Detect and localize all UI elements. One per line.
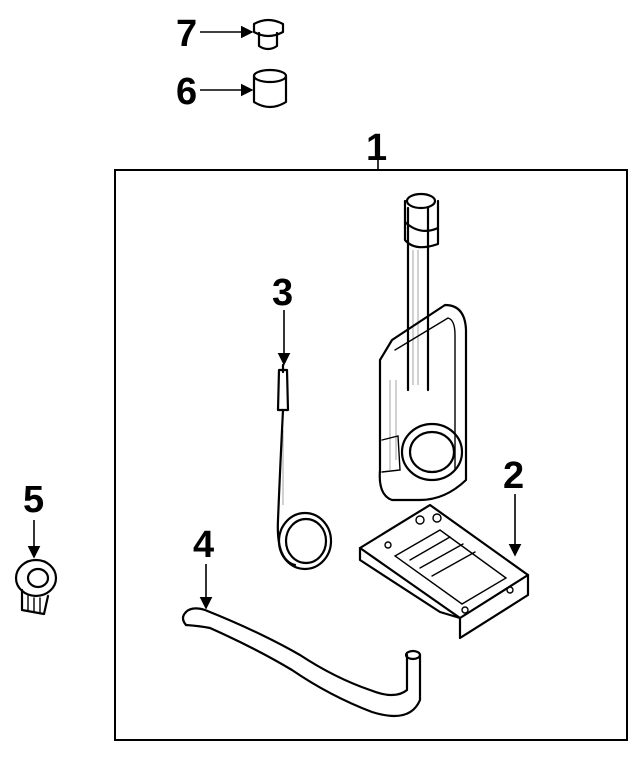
assembly-frame (114, 169, 628, 741)
part-7-cap[interactable] (252, 18, 285, 51)
svg-text:5: 5 (23, 479, 44, 521)
svg-text:6: 6 (176, 71, 197, 113)
callout-2[interactable]: 2 (503, 455, 524, 557)
callout-7[interactable]: 7 (176, 13, 254, 55)
callout-1[interactable]: 1 (366, 127, 387, 170)
callout-4[interactable]: 4 (193, 524, 214, 610)
part-4-hose[interactable] (181, 607, 422, 718)
callout-5[interactable]: 5 (23, 479, 44, 559)
svg-text:3: 3 (272, 272, 293, 314)
svg-text:4: 4 (193, 524, 214, 566)
part-2-bracket[interactable] (358, 503, 530, 640)
callout-6[interactable]: 6 (176, 71, 254, 113)
part-6-sleeve[interactable] (252, 68, 288, 109)
svg-text:1: 1 (366, 127, 387, 169)
callout-3[interactable]: 3 (272, 272, 293, 366)
part-3-cable[interactable] (276, 363, 333, 571)
svg-text:7: 7 (176, 13, 197, 55)
antenna-motor[interactable] (378, 192, 468, 502)
svg-text:2: 2 (503, 455, 524, 497)
part-5-connector[interactable] (14, 558, 58, 616)
